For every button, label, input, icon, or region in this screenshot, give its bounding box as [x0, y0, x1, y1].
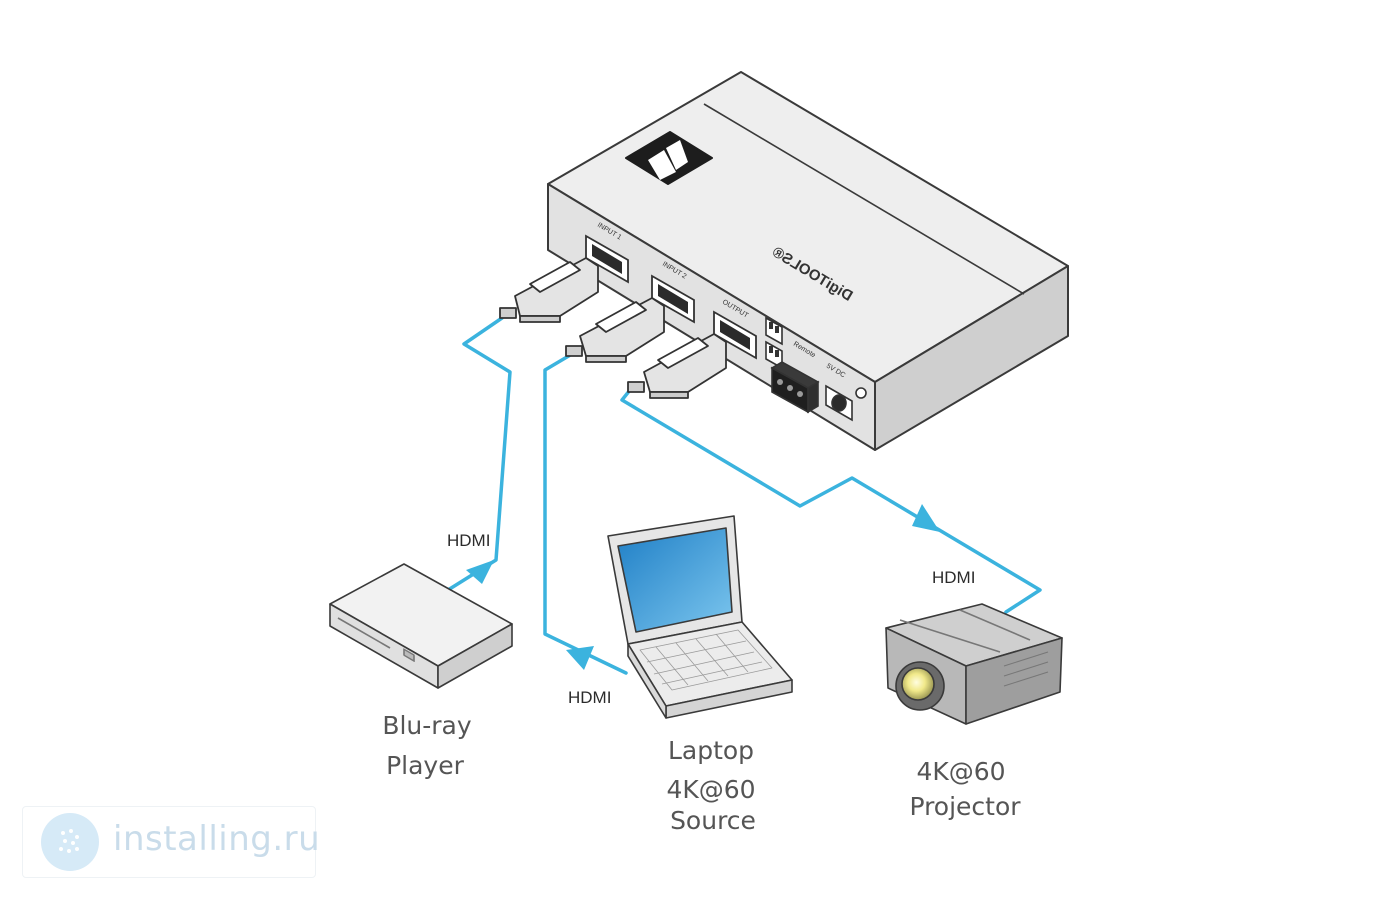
input1-port	[585, 234, 629, 284]
projector-side	[965, 637, 1063, 725]
switcher-controls	[765, 316, 867, 422]
arrow-projector	[912, 504, 940, 532]
remote-terminal-block	[770, 361, 820, 414]
dip-switch	[765, 316, 783, 370]
laptop	[607, 515, 793, 719]
device-label-projector-line2: Projector	[909, 792, 1021, 821]
device-label-bluray-line1: Blu-ray	[382, 711, 472, 740]
laptop-keyboard	[639, 629, 773, 691]
arrow-laptop	[566, 646, 594, 670]
switcher-device	[547, 71, 1069, 451]
plug-input2	[565, 297, 665, 363]
input2-port	[651, 274, 695, 324]
cable-label-laptop: HDMI	[568, 688, 611, 707]
watermark-logo-icon	[41, 813, 99, 871]
switcher-side-face	[874, 265, 1069, 451]
projector-lens	[901, 667, 935, 701]
cable-label-projector: HDMI	[932, 568, 975, 587]
plug-output	[627, 333, 727, 399]
device-label-laptop-line1: Laptop	[668, 736, 754, 765]
brand-logo	[625, 131, 713, 185]
device-label-laptop-line2: 4K@60	[666, 775, 755, 804]
projector	[885, 603, 1063, 725]
arrowheads	[466, 504, 940, 670]
device-label-laptop-line3: Source	[670, 806, 756, 835]
output-port	[713, 310, 757, 360]
power-jack	[825, 384, 867, 422]
plug-input1	[499, 257, 599, 323]
device-label-bluray-line2: Player	[386, 751, 465, 780]
bluray-player	[329, 563, 513, 689]
watermark: installing.ru	[22, 806, 320, 878]
cable-projector	[620, 388, 1042, 614]
hdmi-ports	[585, 234, 757, 360]
watermark-text: installing.ru	[113, 819, 321, 859]
laptop-screen	[617, 527, 733, 633]
arrow-bluray	[466, 560, 494, 584]
cable-label-bluray: HDMI	[447, 531, 490, 550]
device-label-projector-line1: 4K@60	[916, 757, 1005, 786]
cable-laptop	[543, 352, 628, 675]
hdmi-plugs	[499, 257, 727, 399]
